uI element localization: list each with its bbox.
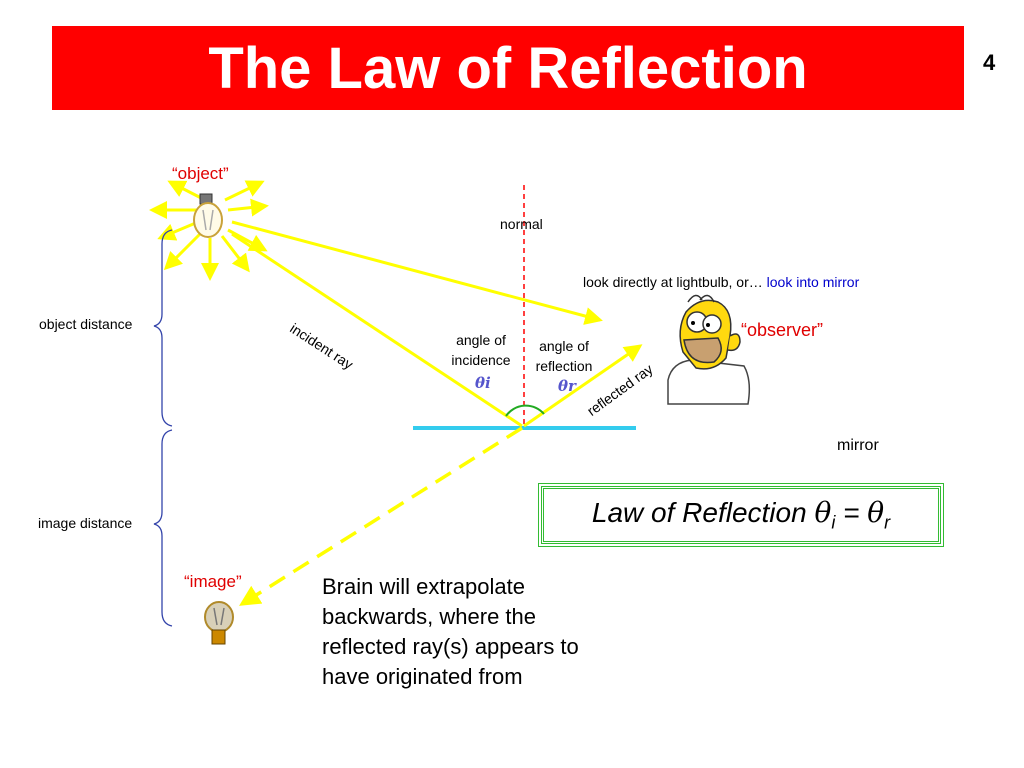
angle-of-reflection-label: angle of reflection: [535, 338, 593, 374]
formula-prefix: Law of Reflection: [591, 497, 815, 529]
observer-label: “observer”: [741, 320, 824, 340]
image-distance-brace: [153, 429, 173, 627]
theta-r-label: θr: [558, 377, 576, 395]
formula-theta-r: θ: [867, 496, 885, 530]
mirror-label: mirror: [837, 437, 879, 454]
normal-label: normal: [500, 216, 543, 232]
observer-figure: [667, 294, 751, 405]
object-rays: [149, 180, 269, 281]
law-of-reflection-formula: Law of Reflection θi = θr: [592, 496, 890, 534]
page-title: The Law of Reflection: [208, 35, 808, 101]
object-distance-label: object distance: [39, 316, 133, 332]
brain-extrapolate-text: Brain will extrapolate backwards, where …: [322, 574, 579, 689]
look-directly-label: look directly at lightbulb, or…: [583, 274, 763, 290]
formula-sub-r: r: [884, 512, 891, 533]
look-directly-text: look directly at lightbulb, or… look int…: [583, 274, 859, 290]
page-number: 4: [983, 50, 996, 75]
image-lightbulb-icon: [204, 601, 234, 645]
title-bar: The Law of Reflection: [52, 26, 964, 110]
image-label: “image”: [184, 572, 242, 591]
object-distance-brace: [153, 229, 173, 427]
formula-sub-i: i: [831, 512, 836, 533]
law-of-reflection-box: Law of Reflection θi = θr: [538, 483, 944, 547]
angle-arc: [505, 404, 545, 417]
formula-equals: =: [835, 497, 868, 529]
object-label: “object”: [172, 164, 229, 183]
look-into-mirror-label: look into mirror: [766, 274, 860, 290]
theta-i-label: θi: [475, 374, 491, 392]
angle-of-incidence-label: angle of incidence: [451, 332, 511, 368]
lightbulb-icon: [193, 193, 223, 238]
incident-ray-line: [231, 232, 523, 428]
image-distance-label: image distance: [38, 515, 133, 531]
direct-ray: [231, 220, 603, 325]
formula-theta-i: θ: [814, 496, 832, 530]
